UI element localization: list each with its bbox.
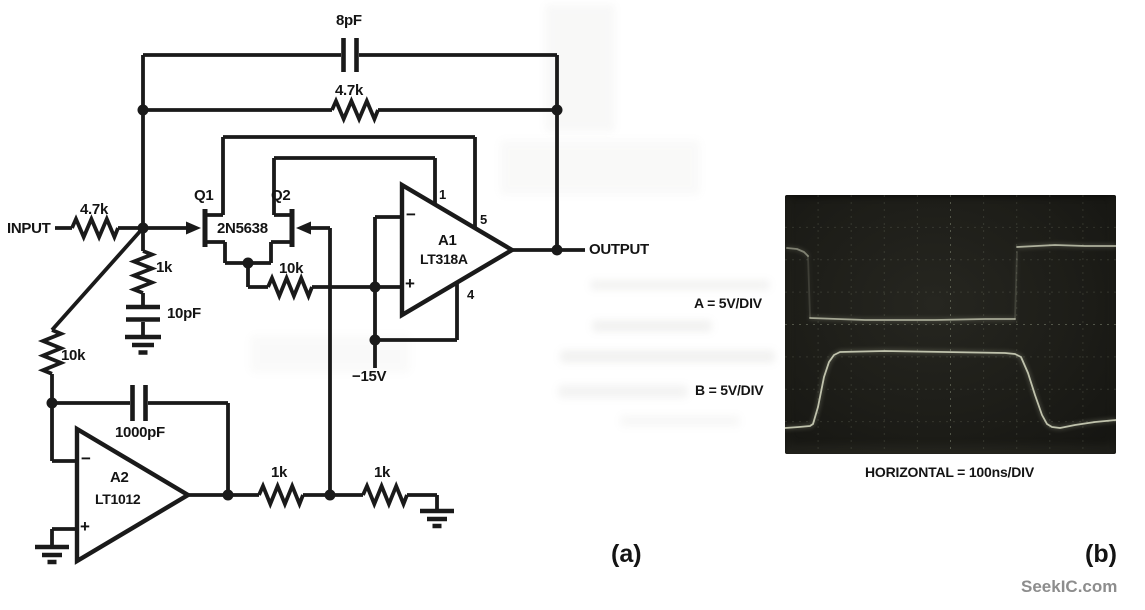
ground-symbol-a2-noninv — [35, 544, 69, 565]
neg-supply-label: −15V — [352, 368, 387, 385]
cap-feedback-label: 8pF — [336, 12, 362, 29]
opamp-a1-triangle — [399, 181, 517, 319]
res-integrator-label: 10k — [61, 347, 86, 364]
a1-noninv-sign: + — [405, 274, 415, 293]
res-divider1-label: 1k — [271, 464, 288, 481]
ground-symbol-input-rc — [125, 334, 161, 355]
input-label: INPUT — [7, 220, 51, 237]
resistor-input-4.7k — [70, 214, 120, 242]
resistor-divider-1k-a — [257, 480, 305, 510]
scan-artifact — [500, 140, 700, 195]
a2-noninv-sign: + — [80, 517, 90, 536]
junction-dots — [46, 104, 563, 501]
fet-part-label: 2N5638 — [217, 220, 268, 237]
res-source-label: 10k — [279, 260, 304, 277]
capacitor-1000pF-symbol — [130, 385, 148, 421]
a1-pin5-label: 5 — [480, 212, 487, 227]
scan-artifact — [590, 280, 770, 290]
oscilloscope-traces — [785, 195, 1116, 454]
trace-a-high-left — [786, 247, 809, 257]
trace-a-rising-edge — [1014, 251, 1018, 320]
resistor-divider-1k-b — [361, 480, 409, 510]
output-label: OUTPUT — [589, 241, 649, 258]
a2-inv-sign: − — [81, 449, 91, 468]
a1-pin1-label: 1 — [439, 187, 446, 202]
res-gate-label: 1k — [156, 259, 173, 276]
q2-label: Q2 — [271, 187, 291, 204]
scan-artifact — [620, 415, 740, 427]
oscilloscope-photo — [785, 195, 1116, 454]
res-input-label: 4.7k — [80, 201, 108, 218]
q2-gate-arrow — [296, 221, 311, 235]
a1-pin4-label: 4 — [467, 287, 474, 302]
resistor-integrator-10k — [37, 328, 67, 376]
trace-a-high-right — [1016, 244, 1116, 248]
a1-inv-sign: − — [406, 205, 416, 224]
resistor-source-10k — [266, 272, 314, 302]
q1-gate-arrow — [186, 221, 201, 235]
scan-artifact — [560, 350, 775, 363]
ground-symbol-divider — [420, 508, 454, 529]
scope-trace-b-label: B = 5V/DIV — [695, 382, 764, 398]
trace-b — [785, 350, 1116, 429]
cap-integrator-label: 1000pF — [115, 424, 165, 441]
trace-a-low — [809, 317, 1016, 321]
capacitor-8pF-symbol — [341, 38, 359, 72]
scan-artifact — [558, 385, 688, 398]
cap-gate-label: 10pF — [167, 305, 201, 322]
figure-label-a: (a) — [611, 540, 642, 568]
opamp-a2-triangle — [74, 425, 193, 565]
res-divider2-label: 1k — [374, 464, 391, 481]
trace-a-falling-edge — [807, 255, 811, 318]
q1-label: Q1 — [194, 187, 214, 204]
seekic-watermark: SeekIC.com — [1021, 577, 1118, 596]
opamp-a2-part: LT1012 — [95, 491, 141, 507]
resistor-feedback-4.7k — [330, 96, 380, 124]
capacitor-10pF-symbol — [126, 304, 160, 322]
opamp-a1-part: LT318A — [420, 251, 468, 267]
scope-horizontal-label: HORIZONTAL = 100ns/DIV — [865, 464, 1034, 480]
res-feedback-label: 4.7k — [335, 82, 363, 99]
opamp-a2-designator: A2 — [110, 469, 129, 486]
resistor-gate-1k — [128, 249, 158, 295]
scan-artifact — [592, 320, 712, 332]
scope-trace-a-label: A = 5V/DIV — [694, 295, 762, 311]
figure-label-b: (b) — [1085, 540, 1117, 568]
opamp-a1-designator: A1 — [438, 232, 457, 249]
